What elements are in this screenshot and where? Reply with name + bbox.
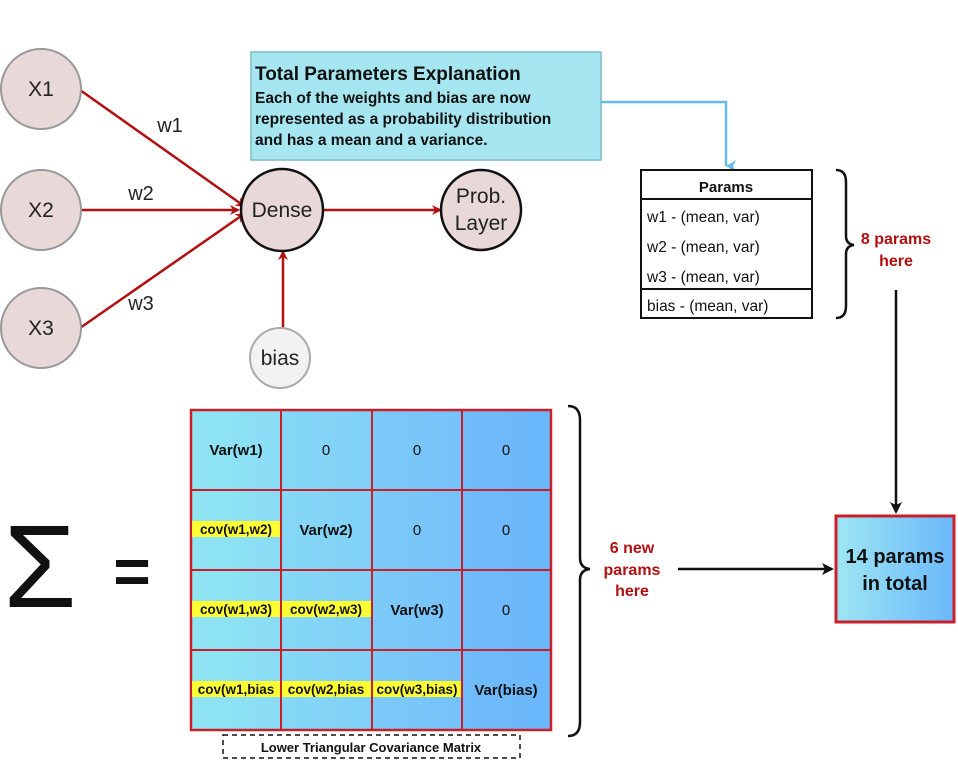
params-note-line2: here [879, 253, 913, 270]
matrix-cell-2-0: cov(w1,w3) [200, 602, 272, 617]
matrix-cell-0-1: 0 [322, 442, 330, 459]
dense-node-label: Dense [252, 199, 313, 222]
input-node-x2-label: X2 [28, 199, 54, 222]
matrix-cell-3-1: cov(w2,bias [288, 682, 365, 697]
input-node-x3-label: X3 [28, 317, 54, 340]
covariance-matrix: Var(w1) 0 0 0 cov(w1,w2) Var(w2) 0 0 cov… [189, 408, 553, 732]
explanation-line-2: represented as a probability distributio… [255, 111, 551, 128]
matrix-cell-0-0: Var(w1) [209, 442, 262, 459]
matrix-cell-3-2: cov(w3,bias) [376, 682, 457, 697]
matrix-cell-3-0: cov(w1,bias [198, 682, 275, 697]
matrix-cell-1-3: 0 [502, 522, 510, 539]
input-node-x1: X1 [0, 48, 82, 130]
weight-label-w3: w3 [127, 293, 154, 315]
explanation-line-3: and has a mean and a variance. [255, 132, 488, 149]
input-node-x2: X2 [0, 169, 82, 251]
total-line1: 14 params [846, 546, 945, 568]
total-line2: in total [862, 573, 928, 595]
equals-sign: = [113, 535, 150, 607]
matrix-cell-2-2: Var(w3) [390, 602, 443, 619]
matrix-cell-1-0: cov(w1,w2) [200, 522, 272, 537]
params-note-line1: 8 params [861, 231, 931, 248]
bias-node: bias [249, 327, 311, 389]
matrix-highlight-1-0 [192, 521, 280, 537]
params-row-w2: w2 - (mean, var) [646, 239, 760, 256]
matrix-cell-2-3: 0 [502, 602, 510, 619]
edge-x3-dense [79, 212, 246, 330]
params-row-bias: bias - (mean, var) [647, 298, 768, 315]
bias-node-label: bias [261, 347, 300, 370]
explanation-title: Total Parameters Explanation [255, 64, 521, 85]
matrix-highlight-3-1 [282, 681, 371, 697]
matrix-caption-text: Lower Triangular Covariance Matrix [261, 740, 482, 755]
matrix-brace [567, 404, 591, 738]
matrix-cell-1-1: Var(w2) [299, 522, 352, 539]
explanation-box: Total Parameters Explanation Each of the… [250, 51, 602, 161]
matrix-highlight-2-1 [282, 601, 371, 617]
matrix-cell-0-2: 0 [413, 442, 421, 459]
explanation-to-params-connector [601, 100, 736, 172]
dense-node: Dense [239, 167, 325, 253]
matrix-highlight-2-0 [192, 601, 280, 617]
matrix-cell-3-3: Var(bias) [474, 682, 537, 699]
matrix-highlight-3-0 [192, 681, 280, 697]
total-box: 14 params in total [834, 514, 956, 624]
params-brace [835, 168, 855, 320]
matrix-cell-2-1: cov(w2,w3) [290, 602, 362, 617]
input-node-x3: X3 [0, 287, 82, 369]
new-params-note-line3: here [615, 583, 649, 600]
weight-label-w2: w2 [127, 183, 154, 205]
params-row-w1: w1 - (mean, var) [646, 209, 760, 226]
params-row-w3: w3 - (mean, var) [646, 269, 760, 286]
edge-x1-dense [79, 88, 246, 208]
params-table: Params w1 - (mean, var) w2 - (mean, var)… [640, 169, 813, 319]
prob-layer-label-line1: Prob. [456, 185, 506, 208]
matrix-cell-0-3: 0 [502, 442, 510, 459]
params-table-header: Params [699, 179, 753, 196]
matrix-caption: Lower Triangular Covariance Matrix [222, 734, 521, 759]
explanation-line-1: Each of the weights and bias are now [255, 90, 532, 107]
new-params-note-line2: params [604, 562, 661, 579]
sigma-symbol: Σ [4, 501, 77, 633]
network-edges [79, 88, 442, 330]
prob-layer-node: Prob. Layer [439, 168, 523, 252]
weight-label-w1: w1 [156, 115, 183, 137]
matrix-cell-1-2: 0 [413, 522, 421, 539]
matrix-highlight-3-2 [373, 681, 461, 697]
new-params-note-line1: 6 new [610, 540, 655, 557]
prob-layer-label-line2: Layer [455, 212, 508, 235]
input-node-x1-label: X1 [28, 78, 54, 101]
